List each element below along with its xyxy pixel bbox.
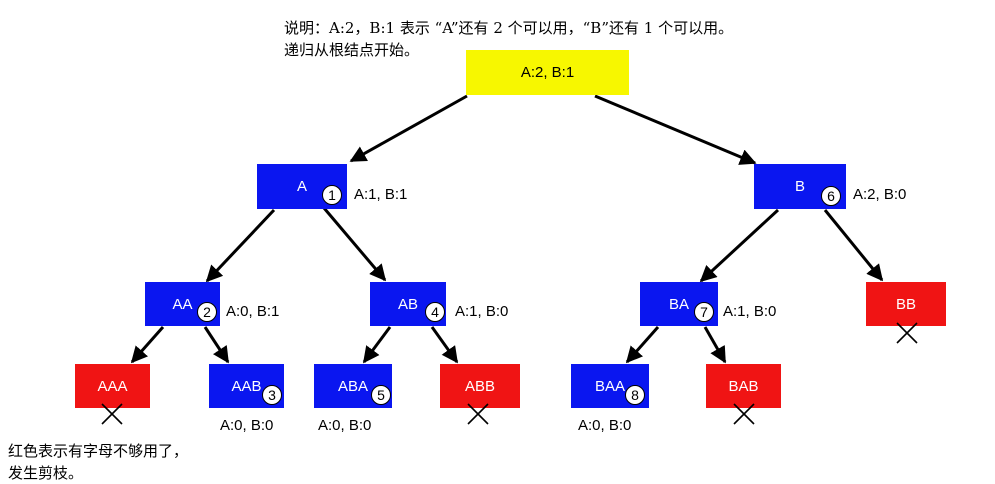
- remaining-count-AAB: A:0, B:0: [220, 417, 274, 434]
- edge-AA-AAA: [130, 326, 165, 364]
- edge-root-A: [349, 94, 468, 163]
- root-node: A:2, B:1: [466, 50, 629, 95]
- remaining-count-BAA: A:0, B:0: [578, 417, 632, 434]
- tree-node-ABB: ABB: [440, 364, 520, 408]
- remaining-count-ABA: A:0, B:0: [318, 417, 372, 434]
- node-label: BAA: [594, 377, 625, 395]
- node-label: BA: [668, 295, 689, 313]
- pruned-x-icon: [101, 403, 123, 425]
- node-label: ABB: [464, 377, 495, 395]
- edge-A-AA: [205, 208, 276, 283]
- node-label: B: [794, 178, 805, 195]
- node-label: AB: [397, 295, 418, 313]
- pruned-x-icon: [467, 403, 489, 425]
- step-badge-3: 3: [262, 385, 282, 405]
- node-label: BB: [895, 295, 916, 313]
- node-label: AAB: [231, 377, 262, 395]
- step-badge-2: 2: [197, 302, 217, 322]
- node-label: AAA: [97, 377, 128, 395]
- tree-node-BAB: BAB: [706, 364, 781, 408]
- legend-note-line2: 递归从根结点开始。: [284, 41, 420, 59]
- step-badge-7: 7: [694, 302, 714, 322]
- edge-BA-BAA: [625, 326, 660, 364]
- pruning-note-line2: 发生剪枝。: [8, 464, 84, 482]
- legend-note-line1: 说明：A:2，B:1 表示 “A”还有 2 个可以用，“B”还有 1 个可以用。: [284, 19, 734, 37]
- edge-AB-ABA: [362, 326, 392, 364]
- edge-root-B: [594, 94, 757, 165]
- edge-AA-AAB: [203, 326, 230, 364]
- node-label: AA: [172, 295, 193, 313]
- remaining-count-BA: A:1, B:0: [723, 303, 777, 320]
- pruned-x-icon: [733, 403, 755, 425]
- edge-AB-ABB: [430, 326, 459, 364]
- edge-BA-BAB: [703, 326, 727, 364]
- remaining-count-AB: A:1, B:0: [455, 303, 509, 320]
- pruning-note-line1: 红色表示有字母不够用了，: [8, 442, 189, 460]
- node-label: BAB: [728, 377, 759, 395]
- step-badge-6: 6: [821, 186, 841, 206]
- root-node-label: A:2, B:1: [520, 64, 575, 81]
- remaining-count-AA: A:0, B:1: [226, 303, 280, 320]
- step-badge-4: 4: [425, 302, 445, 322]
- edge-B-BA: [699, 208, 780, 283]
- remaining-count-A: A:1, B:1: [354, 186, 408, 203]
- step-badge-8: 8: [625, 385, 645, 405]
- tree-node-AAA: AAA: [75, 364, 150, 408]
- step-badge-1: 1: [322, 185, 342, 205]
- node-label: A: [296, 178, 307, 195]
- edge-A-AB: [322, 207, 387, 282]
- node-label: ABA: [337, 377, 368, 395]
- tree-node-BB: BB: [866, 282, 946, 326]
- edge-B-BB: [823, 209, 884, 282]
- step-badge-5: 5: [371, 385, 391, 405]
- pruned-x-icon: [896, 322, 918, 344]
- remaining-count-B: A:2, B:0: [853, 186, 907, 203]
